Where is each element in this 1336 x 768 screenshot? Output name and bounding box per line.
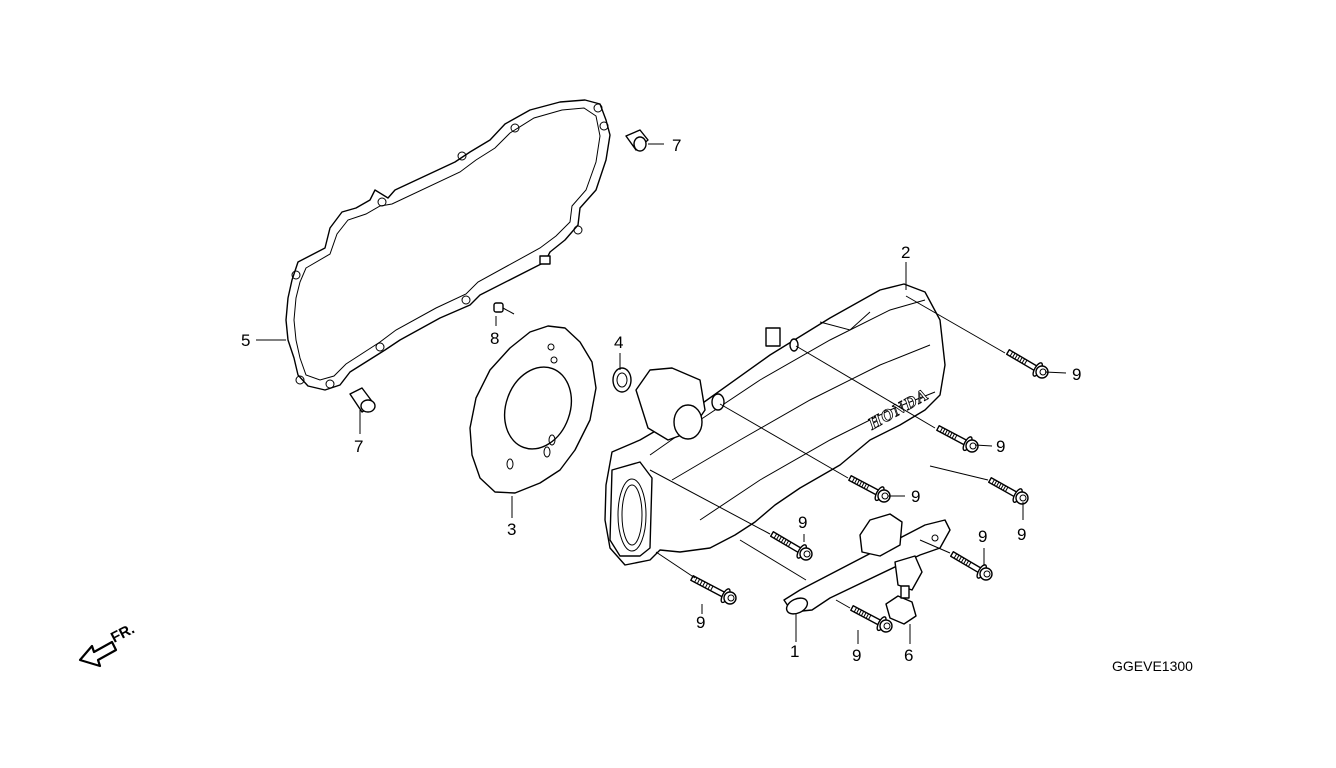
callout-9-c: 9 bbox=[911, 487, 920, 506]
bolt-cover-upper-mid bbox=[936, 425, 979, 453]
callout-4: 4 bbox=[614, 333, 623, 352]
bracket bbox=[783, 513, 951, 615]
gasket bbox=[285, 99, 611, 391]
callout-1: 1 bbox=[790, 642, 799, 661]
callout-9-f: 9 bbox=[978, 527, 987, 546]
screw bbox=[493, 302, 515, 315]
nut bbox=[885, 585, 917, 625]
callout-9-a: 9 bbox=[1072, 365, 1081, 384]
baffle-plate bbox=[469, 325, 597, 494]
callout-3: 3 bbox=[507, 520, 516, 539]
callout-7-upper: 7 bbox=[672, 136, 681, 155]
callout-9-b: 9 bbox=[996, 437, 1005, 456]
bolts bbox=[690, 349, 1049, 633]
bolt-cover-top bbox=[1005, 349, 1049, 379]
callout-9-h: 9 bbox=[852, 646, 861, 665]
bolt-cover-front bbox=[690, 574, 737, 605]
drawing-code: GGEVE1300 bbox=[1112, 658, 1193, 674]
callout-8: 8 bbox=[490, 329, 499, 348]
dowel-pin-lower bbox=[349, 387, 376, 413]
assembly-lines bbox=[649, 295, 1006, 609]
front-direction-marker: FR. bbox=[78, 620, 137, 668]
leader-lines bbox=[256, 143, 1067, 644]
dowel-pin-upper bbox=[625, 129, 649, 152]
callouts: 1 2 3 4 5 6 7 7 8 9 9 9 9 9 9 9 9 bbox=[241, 136, 1081, 665]
callout-2: 2 bbox=[901, 243, 910, 262]
seal-ring bbox=[612, 367, 632, 393]
callout-5: 5 bbox=[241, 331, 250, 350]
callout-9-d: 9 bbox=[1017, 525, 1026, 544]
crankcase-cover: HONDA bbox=[604, 283, 946, 566]
callout-9-g: 9 bbox=[696, 613, 705, 632]
callout-6: 6 bbox=[904, 646, 913, 665]
bolt-cover-right bbox=[988, 477, 1029, 505]
bolt-cover-center bbox=[848, 475, 891, 503]
callout-9-e: 9 bbox=[798, 513, 807, 532]
bolt-bracket-lower bbox=[850, 605, 893, 633]
bolt-cover-lower bbox=[769, 531, 813, 561]
callout-7-lower: 7 bbox=[354, 437, 363, 456]
bolt-bracket-right bbox=[949, 551, 993, 581]
